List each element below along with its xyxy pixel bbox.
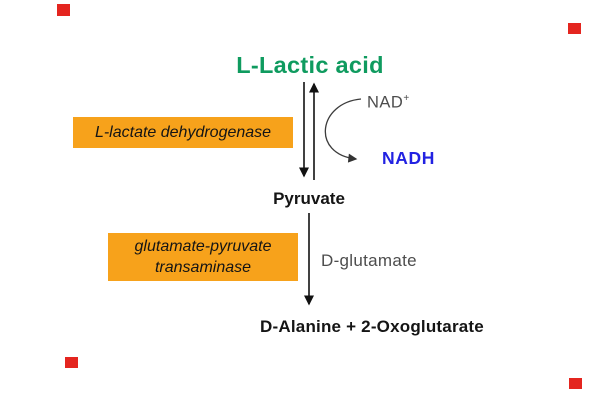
cofactor-nad-label: NAD+ (367, 93, 410, 113)
red-marker-top-left (57, 4, 70, 16)
cosubstrate-label: D-glutamate (321, 251, 417, 270)
enzyme1-box: L-lactate dehydrogenase (73, 117, 293, 148)
enzyme2-label: glutamate-pyruvate transaminase (135, 236, 272, 278)
cofactor-nadh-label: NADH (382, 148, 435, 168)
substrate-title: L-Lactic acid (236, 52, 384, 78)
cofactor-curve-arrow (324, 98, 362, 163)
red-marker-bottom-left (65, 357, 78, 368)
enzyme1-label: L-lactate dehydrogenase (94, 123, 272, 141)
enzyme2-box: glutamate-pyruvate transaminase (108, 233, 298, 281)
red-marker-bottom-right (569, 378, 582, 389)
intermediate-label: Pyruvate (273, 189, 345, 208)
red-marker-top-right (568, 23, 581, 34)
nad-text: NAD (367, 93, 404, 112)
enzyme2-label-line1: glutamate-pyruvate (134, 238, 272, 255)
product-label: D-Alanine + 2-Oxoglutarate (260, 317, 484, 336)
nad-plus-superscript: + (403, 93, 410, 104)
enzyme2-label-line2: transaminase (154, 259, 252, 276)
